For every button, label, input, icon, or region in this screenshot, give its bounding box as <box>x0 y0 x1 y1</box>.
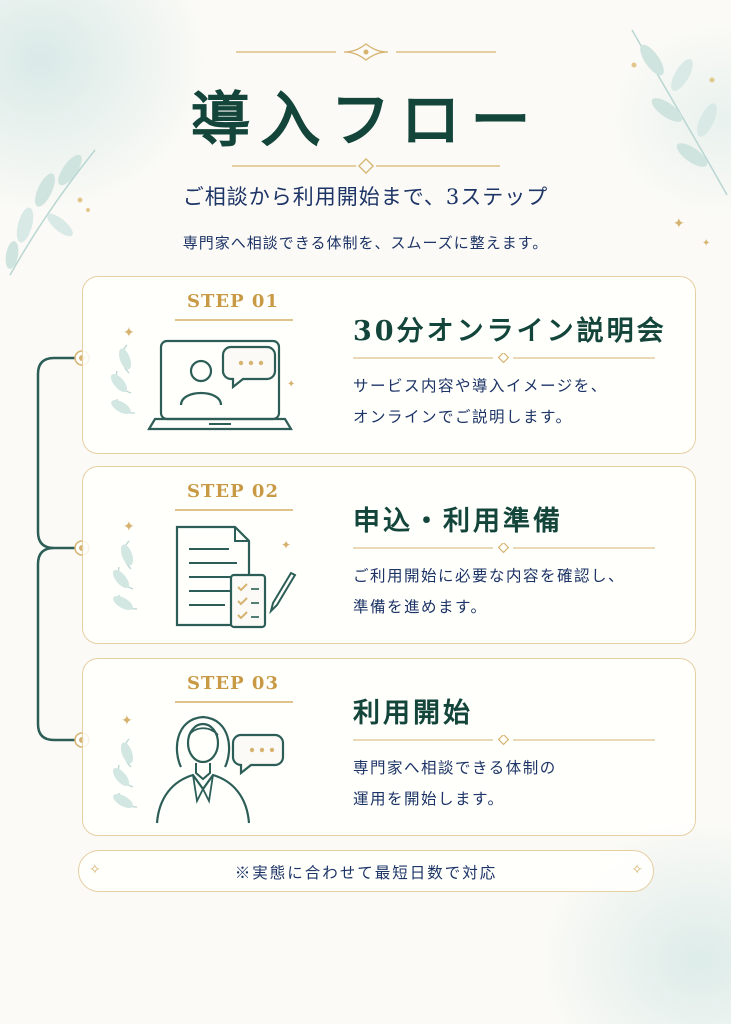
step-title: 申込・利用準備 <box>353 506 563 537</box>
page-subtitle: ご相談から利用開始まで、3ステップ <box>182 185 549 209</box>
step-title: 30分オンライン説明会 <box>353 316 667 347</box>
step-description-line: 運用を開始します。 <box>353 790 505 808</box>
step-label: STEP 01 <box>187 291 279 312</box>
step-title: 利用開始 <box>353 698 473 729</box>
step-description: ご利用開始に必要な内容を確認し、 準備を進めます。 <box>353 561 683 623</box>
step-label: STEP 02 <box>187 481 279 502</box>
document-checklist-icon: ✦ ✦ <box>112 519 297 629</box>
step-divider <box>353 353 655 363</box>
step-divider <box>353 543 655 553</box>
sparkle-icon: ✦ <box>673 216 685 232</box>
header-ornament-top <box>236 43 496 61</box>
sparkle-icon: ✧ <box>631 862 643 878</box>
step-description-line: 専門家へ相談できる体制の <box>353 759 557 777</box>
step-card-3: STEP 03 ✦ 利用開始 専門家へ相談できる体制の 運用を開始します。 <box>82 658 696 836</box>
step-description-line: 準備を進めます。 <box>353 598 488 616</box>
step-description-line: サービス内容や導入イメージを、 <box>353 377 608 395</box>
step-label-underline <box>175 319 293 321</box>
step-description: サービス内容や導入イメージを、 オンラインでご説明します。 <box>353 371 683 433</box>
svg-text:✦: ✦ <box>281 538 291 552</box>
svg-text:✦: ✦ <box>287 379 295 390</box>
step-description-line: オンラインでご説明します。 <box>353 408 573 426</box>
note-banner: ✧ ※実態に合わせて最短日数で対応 ✧ <box>78 850 654 892</box>
consultant-person-icon: ✦ <box>112 713 285 824</box>
sparkle-icon: ✦ <box>702 238 711 249</box>
page-title: 導入フロー <box>190 86 541 156</box>
svg-text:✦: ✦ <box>121 713 133 729</box>
header-divider <box>232 158 500 174</box>
step-divider <box>353 735 655 745</box>
page-description: 専門家へ相談できる体制を、スムーズに整えます。 <box>182 234 549 252</box>
laptop-video-call-icon: ✦ ✦ <box>110 325 295 431</box>
step-card-1: STEP 01 ✦ ✦ 30分オンライン説明会 サービス内容や導入イメージを、 … <box>82 276 696 454</box>
timeline-connector <box>36 350 90 748</box>
svg-text:✦: ✦ <box>123 325 135 341</box>
step-label-underline <box>175 509 293 511</box>
sparkle-icon: ✧ <box>89 862 101 878</box>
step-label-underline <box>175 701 293 703</box>
step-card-2: STEP 02 ✦ ✦ 申込・利用準備 ご利用開始に必要な内容を確認し、 準備を… <box>82 466 696 644</box>
step-label: STEP 03 <box>187 673 279 694</box>
step-description-line: ご利用開始に必要な内容を確認し、 <box>353 567 626 585</box>
note-text: ※実態に合わせて最短日数で対応 <box>234 864 498 882</box>
step-description: 専門家へ相談できる体制の 運用を開始します。 <box>353 753 683 815</box>
svg-text:✦: ✦ <box>123 519 135 535</box>
